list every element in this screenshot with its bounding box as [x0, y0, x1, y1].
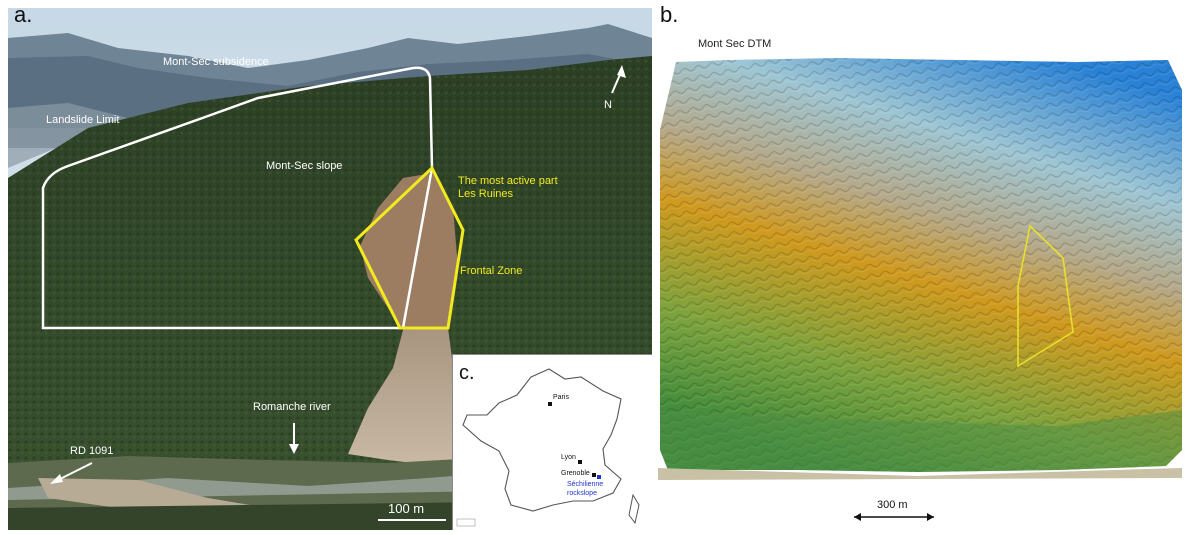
label-site-1: Séchilienne: [567, 481, 603, 488]
france-outline: [462, 368, 622, 512]
label-river: Romanche river: [253, 401, 331, 413]
label-scale-a: 100 m: [388, 501, 424, 516]
panel-c-letter: c.: [459, 362, 475, 384]
lyon-marker: [578, 460, 582, 464]
scale-bar-b: [854, 513, 934, 521]
label-subsidence: Mont-Sec subsidence: [163, 56, 269, 68]
dtm-map: Mont Sec DTM 300 m: [658, 38, 1182, 521]
panel-a-letter: a.: [14, 2, 33, 27]
road-arrow-icon: [50, 462, 93, 484]
panel-b-letter: b.: [660, 2, 679, 27]
dtm-active-zone-outline: [1017, 224, 1074, 368]
label-lyon: Lyon: [561, 454, 576, 461]
label-paris: Paris: [553, 394, 569, 401]
panel-a-photo: Mont-Sec subsidence Landslide Limit Mont…: [8, 8, 652, 530]
label-landslide-limit: Landslide Limit: [46, 114, 119, 126]
dtm-title: Mont Sec DTM: [698, 38, 771, 50]
label-slope: Mont-Sec slope: [266, 160, 342, 172]
panel-c-inset: c. Paris Lyon Grenoble Séchilienne rocks…: [452, 354, 652, 530]
label-active-2: Les Ruines: [458, 188, 514, 200]
label-grenoble: Grenoble: [561, 470, 590, 477]
france-map: c. Paris Lyon Grenoble Séchilienne rocks…: [456, 362, 640, 527]
paris-marker: [548, 402, 552, 406]
active-zone-outline: [354, 165, 465, 330]
label-road: RD 1091: [70, 445, 113, 457]
site-marker: [597, 475, 601, 479]
landslide-limit-outline: [41, 66, 434, 330]
north-arrow-icon: [611, 65, 626, 94]
label-active-1: The most active part: [458, 175, 558, 187]
label-frontal-zone: Frontal Zone: [460, 265, 522, 277]
label-north: N: [604, 99, 612, 111]
river-arrow-icon: [289, 423, 299, 454]
label-scale-b: 300 m: [877, 499, 908, 511]
grenoble-marker: [592, 473, 596, 477]
panel-b-dtm: Mont Sec DTM 300 m: [658, 30, 1188, 530]
label-site-2: rockslope: [567, 490, 597, 497]
